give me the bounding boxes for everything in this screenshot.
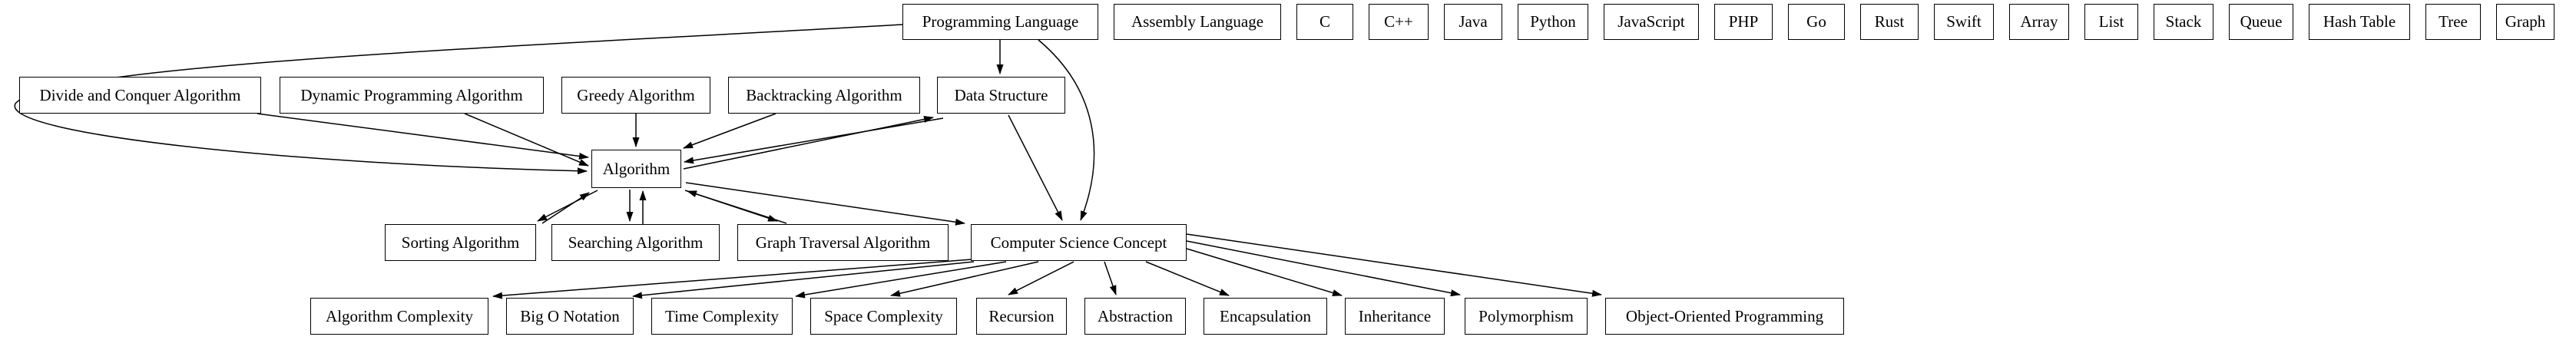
edge-algorithm--cs-concept bbox=[685, 182, 965, 226]
edge-algorithm--data-structure bbox=[683, 116, 934, 170]
node-oop: Object-Oriented Programming bbox=[1605, 298, 1844, 335]
edge-backtracking--algorithm bbox=[683, 113, 776, 149]
edge-cs-concept--oop bbox=[1186, 233, 1602, 297]
node-backtracking: Backtracking Algorithm bbox=[728, 77, 920, 114]
edge-algorithm--sorting bbox=[537, 190, 598, 222]
node-graph: Graph bbox=[2496, 4, 2554, 40]
edge-cs-concept--recursion bbox=[1008, 261, 1074, 295]
node-time-complexity: Time Complexity bbox=[651, 298, 793, 335]
node-searching: Searching Algorithm bbox=[551, 224, 720, 261]
node-graph-traversal: Graph Traversal Algorithm bbox=[737, 224, 949, 261]
node-php: PHP bbox=[1714, 4, 1773, 40]
edge-cs-concept--space-complexity bbox=[890, 261, 1039, 297]
edge-cs-concept--algorithm-complexity bbox=[492, 259, 972, 299]
node-queue: Queue bbox=[2229, 4, 2293, 40]
node-rust: Rust bbox=[1860, 4, 1919, 40]
node-recursion: Recursion bbox=[976, 298, 1067, 335]
node-list: List bbox=[2084, 4, 2138, 40]
node-big-o: Big O Notation bbox=[506, 298, 634, 335]
edge-sorting--algorithm bbox=[541, 192, 590, 224]
node-array: Array bbox=[2009, 4, 2069, 40]
node-cs-concept: Computer Science Concept bbox=[971, 224, 1187, 261]
node-dynamic-programming: Dynamic Programming Algorithm bbox=[280, 77, 544, 114]
node-assembly-language: Assembly Language bbox=[1114, 4, 1281, 40]
edge-cs-concept--inheritance bbox=[1186, 248, 1343, 296]
node-inheritance: Inheritance bbox=[1345, 298, 1445, 335]
node-tree: Tree bbox=[2425, 4, 2481, 40]
node-go: Go bbox=[1788, 4, 1845, 40]
node-divide-and-conquer: Divide and Conquer Algorithm bbox=[19, 77, 261, 114]
node-greedy: Greedy Algorithm bbox=[561, 77, 710, 114]
node-encapsulation: Encapsulation bbox=[1204, 298, 1327, 335]
node-programming-language: Programming Language bbox=[902, 4, 1098, 40]
node-javascript: JavaScript bbox=[1604, 4, 1699, 40]
node-sorting: Sorting Algorithm bbox=[385, 224, 536, 261]
edge-cs-concept--abstraction bbox=[1104, 261, 1117, 295]
edge-cs-concept--polymorphism bbox=[1186, 240, 1461, 297]
node-java: Java bbox=[1444, 4, 1502, 40]
edge-data-structure--cs-concept bbox=[1008, 114, 1063, 221]
node-data-structure: Data Structure bbox=[937, 77, 1065, 114]
node-hash-table: Hash Table bbox=[2309, 4, 2410, 40]
edge-cs-concept--big-o bbox=[632, 261, 975, 299]
edge-programming-language--cs-concept bbox=[1038, 39, 1095, 221]
node-stack: Stack bbox=[2154, 4, 2213, 40]
edge-data-structure--algorithm bbox=[684, 117, 944, 164]
edge-graph-traversal--algorithm bbox=[687, 190, 787, 224]
node-swift: Swift bbox=[1934, 4, 1994, 40]
node-c: C bbox=[1296, 4, 1353, 40]
edge-cs-concept--time-complexity bbox=[795, 261, 1007, 299]
node-algorithm: Algorithm bbox=[591, 150, 681, 188]
edge-dynamic-programming--algorithm bbox=[464, 113, 589, 167]
node-algorithm-complexity: Algorithm Complexity bbox=[310, 298, 488, 335]
node-cpp: C++ bbox=[1369, 4, 1429, 40]
node-polymorphism: Polymorphism bbox=[1465, 298, 1588, 335]
edge-divide-and-conquer--algorithm bbox=[257, 113, 589, 160]
node-space-complexity: Space Complexity bbox=[810, 298, 957, 335]
node-abstraction: Abstraction bbox=[1084, 298, 1186, 335]
node-python: Python bbox=[1518, 4, 1588, 40]
edge-cs-concept--encapsulation bbox=[1145, 261, 1230, 296]
